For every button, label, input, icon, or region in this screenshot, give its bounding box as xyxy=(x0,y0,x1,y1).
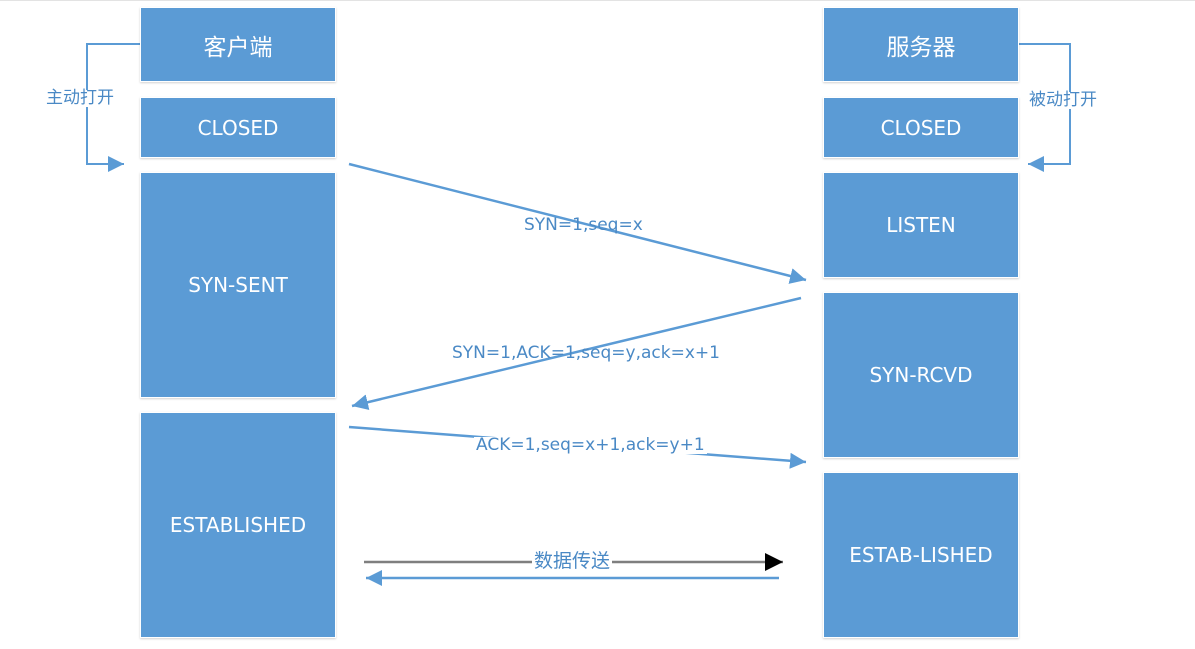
client-state-closed-label: CLOSED xyxy=(197,115,279,140)
syn-ack-arrow xyxy=(351,296,802,411)
client-header: 客户端 xyxy=(140,7,336,82)
server-state-estab-lished: ESTAB-LISHED xyxy=(823,472,1019,638)
client-state-syn-sent: SYN-SENT xyxy=(140,172,336,398)
server-state-syn-rcvd-label: SYN-RCVD xyxy=(869,363,973,387)
syn-message-label: SYN=1,seq=x xyxy=(524,215,643,235)
client-header-label: 客户端 xyxy=(203,34,273,61)
client-state-established: ESTABLISHED xyxy=(140,412,336,638)
server-header-label: 服务器 xyxy=(886,34,956,61)
client-state-syn-sent-label: SYN-SENT xyxy=(188,273,288,297)
ack-message-label: ACK=1,seq=x+1,ack=y+1 xyxy=(474,435,707,455)
server-state-syn-rcvd: SYN-RCVD xyxy=(823,292,1019,458)
client-state-established-label: ESTABLISHED xyxy=(169,513,307,537)
server-state-estab-lished-label: ESTAB-LISHED xyxy=(849,543,993,567)
data-transfer-label: 数据传送 xyxy=(532,550,613,572)
client-open-label: 主动打开 xyxy=(44,88,116,108)
server-state-closed: CLOSED xyxy=(823,97,1019,158)
server-state-closed-label: CLOSED xyxy=(880,115,962,140)
server-state-listen: LISTEN xyxy=(823,172,1019,278)
syn-arrow xyxy=(348,162,807,284)
server-header: 服务器 xyxy=(823,7,1019,82)
syn-ack-message-label: SYN=1,ACK=1,seq=y,ack=x+1 xyxy=(452,343,720,363)
server-open-label: 被动打开 xyxy=(1027,90,1099,110)
server-state-listen-label: LISTEN xyxy=(886,213,956,237)
top-border xyxy=(0,0,1195,1)
client-state-closed: CLOSED xyxy=(140,97,336,158)
